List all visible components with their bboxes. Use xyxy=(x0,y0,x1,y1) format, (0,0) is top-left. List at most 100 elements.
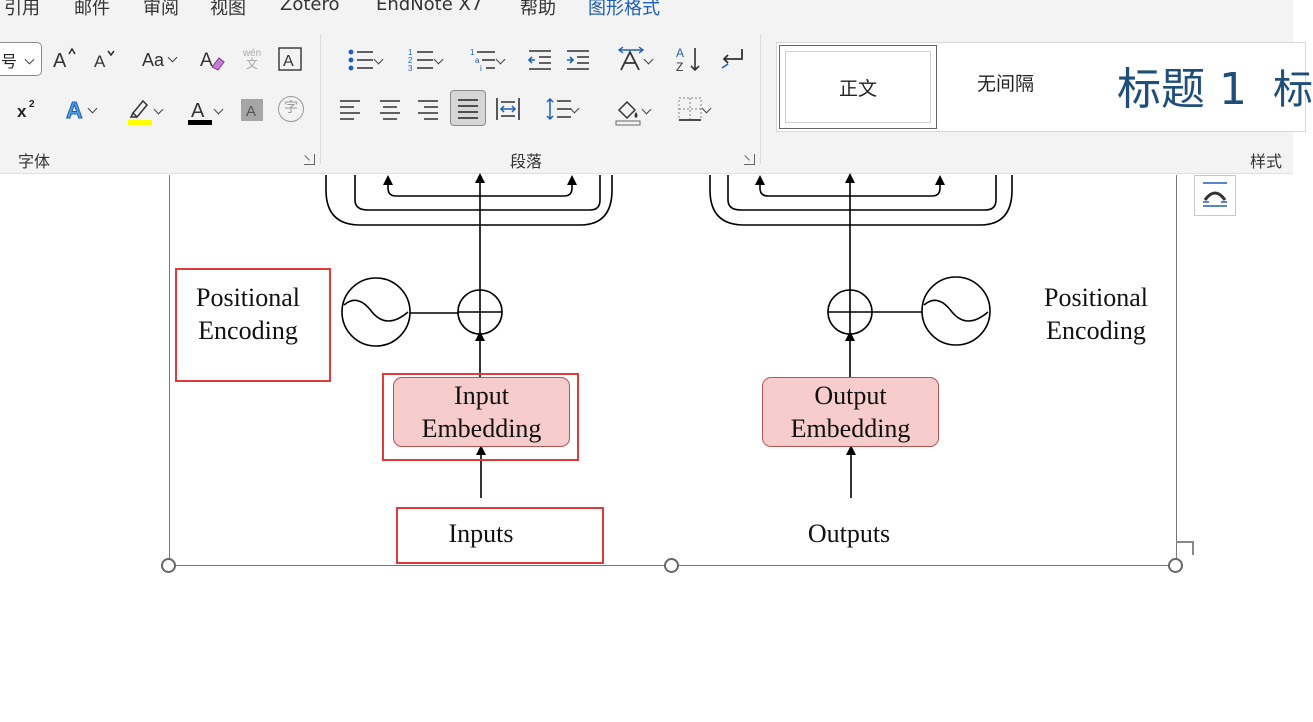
highlight-input-embedding xyxy=(382,373,579,461)
tab-references[interactable]: 引用 xyxy=(4,0,40,19)
style-heading-1[interactable]: 标题 1 xyxy=(1117,64,1247,115)
borders-icon xyxy=(678,97,702,121)
show-formatting-marks-button[interactable] xyxy=(716,44,748,74)
character-border-icon: A xyxy=(278,47,302,71)
left-positional-encoding-label: Positional Encoding xyxy=(186,281,310,347)
resize-handle-bottom-right[interactable] xyxy=(1168,558,1183,573)
distributed-button[interactable] xyxy=(494,94,522,124)
highlight-positional-encoding xyxy=(175,268,331,382)
distributed-icon xyxy=(496,98,520,120)
svg-text:A: A xyxy=(53,50,67,72)
line-spacing-icon xyxy=(546,97,571,121)
shrink-font-button[interactable]: A xyxy=(90,42,120,76)
svg-text:A: A xyxy=(191,100,205,122)
right-sine-icon xyxy=(921,276,991,346)
tab-view[interactable]: 视图 xyxy=(210,0,246,19)
tab-shape-format[interactable]: 图形格式 xyxy=(588,0,660,19)
wrap-text-icon xyxy=(1203,182,1227,207)
character-border-button[interactable]: A xyxy=(276,44,304,74)
justify-button[interactable] xyxy=(450,90,486,126)
paint-bucket-icon xyxy=(615,100,641,126)
chinese-layout-icon xyxy=(617,46,645,71)
right-positional-encoding-label: Positional Encoding xyxy=(1034,281,1158,347)
grow-font-button[interactable]: A xyxy=(50,42,80,76)
bullets-button[interactable] xyxy=(336,44,386,76)
highlight-inputs xyxy=(396,507,604,564)
enclose-characters-button[interactable]: 字 xyxy=(276,94,306,124)
svg-text:1: 1 xyxy=(470,48,475,57)
tab-zotero[interactable]: Zotero xyxy=(280,0,340,15)
phonetic-guide-button[interactable]: wén 文 xyxy=(236,42,268,76)
chinese-layout-button[interactable] xyxy=(606,44,658,76)
outputs-label: Outputs xyxy=(807,519,891,548)
svg-text:Aa: Aa xyxy=(142,50,165,70)
increase-indent-button[interactable] xyxy=(564,46,592,74)
font-group-label: 字体 xyxy=(18,152,51,171)
font-dialog-launcher[interactable] xyxy=(304,154,315,165)
align-right-button[interactable] xyxy=(414,94,442,124)
svg-text:Z: Z xyxy=(676,60,683,74)
svg-text:A: A xyxy=(246,103,256,120)
highlighter-icon xyxy=(128,99,152,125)
paragraph-dialog-launcher[interactable] xyxy=(744,154,755,165)
shrink-font-icon: A xyxy=(94,50,115,71)
align-center-button[interactable] xyxy=(376,94,404,124)
left-add-node xyxy=(457,289,503,335)
svg-text:i: i xyxy=(480,64,482,73)
multilevel-list-icon: 1ai xyxy=(470,48,495,73)
resize-handle-bottom-center[interactable] xyxy=(664,558,679,573)
input-embedding-line1: Input xyxy=(454,381,509,410)
output-embedding-box[interactable]: Output Embedding xyxy=(762,377,939,447)
group-separator xyxy=(760,34,761,164)
style-heading-2[interactable]: 标 xyxy=(1273,67,1313,113)
tab-endnote[interactable]: EndNote X7 xyxy=(376,0,483,15)
resize-handle-bottom-left[interactable] xyxy=(161,558,176,573)
tab-help[interactable]: 帮助 xyxy=(520,0,556,19)
highlight-color-button[interactable] xyxy=(114,94,166,128)
canvas-border-left xyxy=(169,175,170,566)
style-no-spacing[interactable]: 无间隔 xyxy=(977,73,1035,95)
tab-mailings[interactable]: 邮件 xyxy=(74,0,110,19)
font-size-value: 号 xyxy=(1,52,18,71)
text-effects-button[interactable]: A xyxy=(52,94,102,124)
tab-review[interactable]: 审阅 xyxy=(143,0,179,19)
style-normal[interactable]: 正文 xyxy=(779,45,937,129)
borders-button[interactable] xyxy=(664,94,716,124)
group-separator xyxy=(320,34,321,164)
align-right-icon xyxy=(418,100,438,120)
left-pe-line1: Positional xyxy=(195,283,300,312)
font-color-icon: A xyxy=(188,100,212,125)
right-pe-line2: Encoding xyxy=(1046,316,1146,345)
enclose-char: 字 xyxy=(278,96,304,122)
layout-options-button[interactable] xyxy=(1194,175,1236,216)
output-embedding-line1: Output xyxy=(814,381,887,410)
font-size-select[interactable]: 号 xyxy=(0,42,42,76)
change-case-icon: Aa xyxy=(142,50,165,70)
shading-button[interactable] xyxy=(602,94,654,128)
paragraph-mark-icon xyxy=(721,49,743,69)
font-color-button[interactable]: A xyxy=(174,94,226,128)
line-spacing-button[interactable] xyxy=(534,94,584,124)
clear-formatting-button[interactable]: A xyxy=(196,42,228,76)
styles-group-label: 样式 xyxy=(1250,152,1283,171)
paragraph-return-mark xyxy=(1176,541,1194,555)
grow-font-icon: A xyxy=(53,47,76,72)
character-shading-button[interactable]: A xyxy=(238,96,266,124)
align-left-button[interactable] xyxy=(336,94,364,124)
bullets-icon xyxy=(348,49,373,71)
input-embedding-line2: Embedding xyxy=(421,414,542,443)
svg-text:2: 2 xyxy=(29,99,35,110)
character-shading-icon: A xyxy=(241,99,263,121)
input-embedding-box[interactable]: Input Embedding xyxy=(393,377,570,447)
decoder-residual-connections xyxy=(709,175,1013,226)
decrease-indent-button[interactable] xyxy=(526,46,554,74)
change-case-button[interactable]: Aa xyxy=(132,42,182,76)
left-pe-line2: Encoding xyxy=(198,316,298,345)
sort-icon: AZ xyxy=(676,46,700,74)
